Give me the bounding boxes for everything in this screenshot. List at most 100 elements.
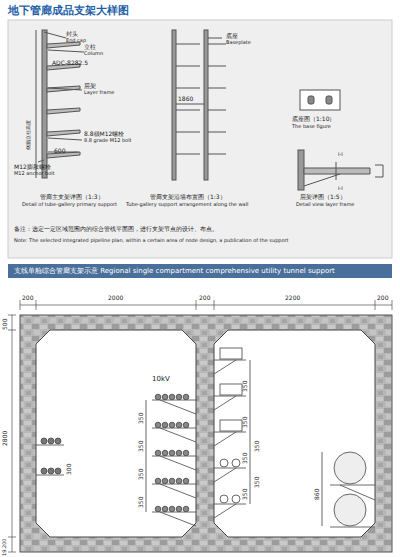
drawing-part: [214, 396, 236, 410]
drawing-part: [55, 468, 61, 474]
label: 管廊主支架详图（1:3）: [40, 194, 104, 201]
drawing-part: [176, 154, 200, 155]
label: 底座图（1:10）: [292, 116, 335, 123]
drawing-part: [183, 450, 189, 456]
label: 350: [138, 413, 145, 424]
drawing-part: [176, 422, 182, 428]
drawing-part: [330, 485, 375, 527]
label: 管廊支架沿墙布置图（1:3）: [150, 194, 226, 201]
label: 2800: [2, 431, 9, 446]
drawing-part: [169, 450, 175, 456]
drawing-part: [162, 450, 168, 456]
label: 350: [138, 469, 145, 480]
label: 300: [66, 464, 73, 475]
drawing-part: [155, 422, 161, 428]
label: Detail view layer frame: [296, 202, 354, 208]
drawing-part: [176, 450, 182, 456]
drawing-part: [220, 348, 242, 359]
label: 侧面立柱高度: [26, 120, 32, 150]
drawing-part: [208, 154, 226, 155]
drawing-part: [214, 432, 246, 433]
label: I-I: [338, 152, 343, 158]
label: Detail of tube-gallery primary support: [22, 202, 117, 208]
label: The base figure: [292, 124, 331, 130]
drawing-part: [169, 478, 175, 484]
drawing-part: [155, 478, 161, 484]
drawing-part: [176, 110, 200, 111]
drawing-part: [155, 506, 161, 512]
drawing-part: [214, 504, 246, 505]
label: 350: [242, 417, 249, 428]
label: ADC-8282.5: [52, 60, 88, 67]
drawing-part: [214, 396, 246, 397]
drawing-part: [220, 384, 242, 395]
drawing-part: [334, 494, 366, 526]
drawing-part: [169, 506, 175, 512]
label: Column: [84, 51, 103, 57]
drawing-part: [232, 495, 240, 503]
drawing-part: [220, 495, 228, 503]
drawing-part: [41, 468, 47, 474]
label: 2000: [108, 295, 123, 302]
drawing-part: [208, 110, 226, 111]
drawing-part: [169, 394, 175, 400]
label: 350: [242, 453, 249, 464]
drawing-part: [220, 459, 228, 467]
label: 200: [22, 295, 33, 302]
label: M12 anchor bolt: [14, 171, 55, 177]
label: 1860: [178, 96, 193, 103]
drawing-part: [183, 422, 189, 428]
drawing-part: [176, 88, 200, 89]
drawing-part: [176, 66, 200, 67]
drawing-part: [160, 428, 196, 442]
drawing-part: [55, 438, 61, 444]
section-band: 支线单舱综合管廊支架示意 Regional single compartment…: [8, 264, 392, 278]
label: 8.8 grade M12 bolt: [84, 138, 132, 144]
label: Layer frame: [84, 90, 114, 96]
drawing-part: [208, 132, 226, 133]
drawing-part: [162, 506, 168, 512]
label: 200: [199, 295, 210, 302]
label: 600: [54, 148, 65, 155]
label: 860: [314, 489, 321, 500]
label: Note: The selected integrated pipeline p…: [14, 238, 386, 244]
drawing-part: [155, 394, 161, 400]
drawing-part: [250, 360, 251, 504]
drawing-part: [41, 438, 47, 444]
drawing-part: [183, 478, 189, 484]
label: 底座: [226, 33, 238, 40]
label: 350: [138, 441, 145, 452]
label: 350: [242, 489, 249, 500]
label: I-I: [338, 186, 343, 192]
label: 350: [254, 441, 261, 452]
label: 500: [2, 319, 9, 330]
drawing-part: [214, 468, 246, 469]
drawing-part: [160, 400, 196, 414]
label: 备注：选定一定区域范围内的综合管线平面图，进行支架节点的设计、布点。: [14, 226, 386, 233]
drawing-part: [47, 108, 80, 114]
label: M12膨胀螺栓: [14, 164, 51, 171]
drawing-part: [160, 484, 196, 498]
label: 200: [377, 295, 388, 302]
label: 立柱: [84, 44, 96, 51]
page-title: 地下管廊成品支架大样图: [8, 3, 129, 18]
drawing-part: [36, 445, 64, 446]
label: 层架详图（1:5）: [300, 194, 346, 201]
drawing-part: [48, 438, 54, 444]
drawing-part: [155, 450, 161, 456]
drawing-part: [208, 44, 226, 45]
drawing-part: [162, 422, 168, 428]
band-text: 支线单舱综合管廊支架示意 Regional single compartment…: [14, 266, 386, 276]
drawing-part: [176, 394, 182, 400]
drawing-part: [214, 360, 246, 361]
label: 层架: [84, 83, 96, 90]
drawing-part: [160, 456, 196, 470]
drawing-part: [162, 478, 168, 484]
drawing-part: [334, 452, 366, 484]
drawing-part: [176, 506, 182, 512]
drawing-part: [160, 512, 196, 526]
drawing-part: [214, 432, 236, 446]
label: End cap: [66, 38, 86, 44]
label: 8.8级M12螺栓: [84, 131, 124, 138]
